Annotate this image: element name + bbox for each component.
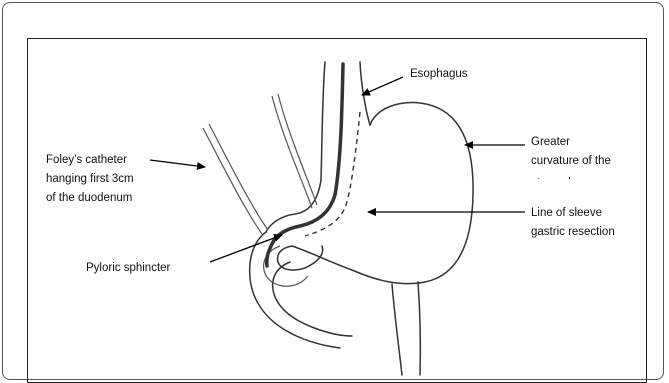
- esophagus-arrow: [362, 77, 403, 95]
- left-tube-inner: [278, 94, 317, 205]
- foley-catheter-outer: [203, 128, 262, 234]
- greater-curvature-label-line1: Greater: [531, 136, 570, 148]
- jejunum-right-wall: [418, 282, 420, 375]
- foley-arrow: [150, 160, 205, 167]
- foley-label-line1: Foley’s catheter: [46, 154, 127, 166]
- jejunum-left-wall: [392, 284, 402, 375]
- left-tube-outer: [272, 96, 312, 208]
- foley-catheter-inner: [209, 124, 268, 230]
- pyloric-sphincter-label: Pyloric sphincter: [86, 262, 171, 274]
- resection-label-line1: Line of sleeve: [531, 207, 602, 219]
- greater-curvature-label-line3: stomach: [531, 177, 574, 189]
- foley-label-line3: of the duodenum: [46, 192, 132, 204]
- lesser-curvature: [266, 180, 321, 232]
- stomach-outline: [292, 103, 473, 284]
- foley-label-line2: hanging first 3cm: [46, 173, 134, 185]
- esophagus-label: Esophagus: [410, 68, 468, 80]
- duodenum-inner: [273, 262, 352, 336]
- sleeve-resection-line: [305, 112, 360, 236]
- greater-curvature-label-line2: curvature of the: [531, 155, 611, 167]
- resection-label-line2: gastric resection: [531, 226, 615, 238]
- esophagus-left-wall: [321, 62, 325, 180]
- duodenum-outer: [250, 232, 340, 348]
